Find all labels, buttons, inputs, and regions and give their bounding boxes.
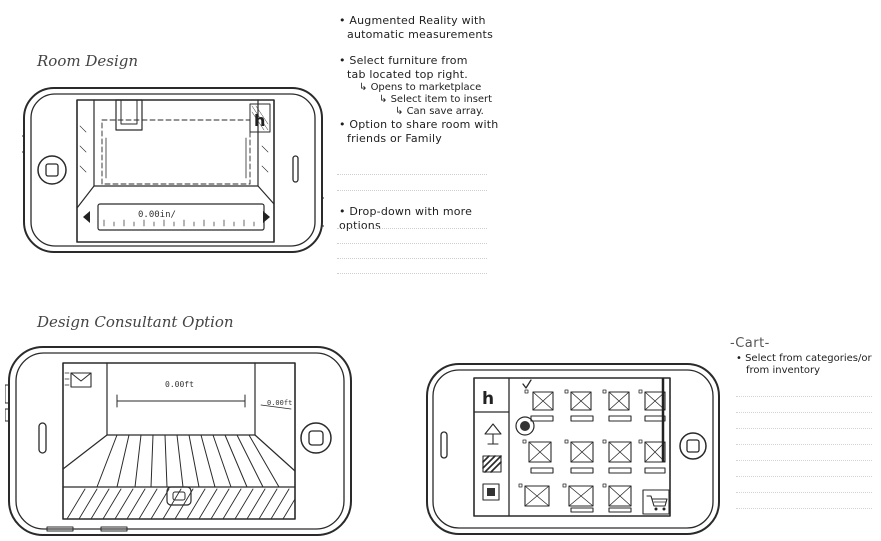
arrow-left-icon[interactable] [83, 211, 90, 223]
note-subitem: ↳ Can save array. [395, 106, 484, 117]
design-consultant-caption: Design Consultant Option [37, 313, 234, 331]
lamp-icon[interactable] [484, 423, 502, 445]
speaker-slot [440, 431, 448, 459]
ruled-line [337, 174, 487, 176]
ruled-line [736, 444, 872, 446]
note-text: tab located top right. [347, 68, 468, 81]
note-text: Opens to marketplace [370, 82, 482, 93]
consultant-camera-view[interactable] [62, 362, 296, 520]
measurement-readout: 0.00in/ [138, 210, 176, 220]
ruled-line [736, 460, 872, 462]
ruled-line [736, 492, 872, 494]
note-text: Select from categories/or [745, 353, 872, 364]
note-text: Select furniture from [349, 54, 468, 67]
ruled-line [736, 396, 872, 398]
note-text: automatic measurements [347, 28, 493, 41]
shopping-cart-icon[interactable] [642, 489, 670, 515]
note-text: from inventory [746, 365, 821, 376]
envelope-icon[interactable] [64, 372, 92, 388]
ar-camera-view[interactable] [76, 99, 275, 243]
note-text: Can save array. [406, 106, 484, 117]
ruled-line [736, 412, 872, 414]
note-subitem: ↳ Select item to insert [379, 94, 493, 105]
logo-h-icon: h [482, 389, 494, 409]
cart-title: -Cart- [730, 336, 770, 351]
room-design-phone: 0.00in/ h [22, 87, 324, 253]
note-text: Option to share room with [349, 118, 499, 131]
ruled-line [337, 190, 487, 192]
home-button[interactable] [679, 432, 707, 460]
note-subitem: ↳ Opens to marketplace [359, 82, 482, 93]
measurement-bar [97, 203, 265, 231]
note-bullet: • Augmented Reality with [339, 14, 486, 27]
logo-h-icon: h [254, 111, 265, 130]
record-button[interactable] [166, 486, 192, 506]
measurement-top-readout: 0.00ft [165, 380, 194, 389]
room-design-caption: Room Design [37, 52, 139, 70]
item-grid [524, 391, 666, 513]
note-text: Augmented Reality with [349, 14, 486, 27]
arrow-right-icon[interactable] [263, 211, 270, 223]
room-design-notes: • Augmented Reality with automatic measu… [339, 14, 504, 146]
ruled-line [337, 273, 487, 275]
measurement-side-readout: 0.00ft [267, 399, 292, 407]
fabric-swatch-icon[interactable] [482, 455, 502, 473]
furniture-tab[interactable] [249, 103, 271, 133]
note-bullet: • Option to share room with [339, 118, 499, 131]
note-bullet: • Select from categories/or [736, 353, 872, 364]
note-text: friends or Family [347, 132, 442, 145]
room-design-notes-dropdown: • Drop-down with more options [339, 205, 509, 233]
home-button[interactable] [37, 155, 67, 185]
touch-indicator-icon [515, 416, 535, 436]
home-button[interactable] [300, 422, 332, 454]
ruled-line [337, 243, 487, 245]
speaker-slot [38, 422, 47, 454]
speaker-slot [292, 155, 299, 183]
check-icon [522, 379, 532, 389]
cart-notes: -Cart- • Select from categories/or from … [730, 336, 880, 377]
ruled-line [736, 508, 872, 510]
design-consultant-phone: 0.00ft 0.00ft [5, 346, 352, 536]
cart-phone: h [426, 363, 720, 535]
ruled-line [337, 258, 487, 260]
picture-frame-icon[interactable] [482, 483, 500, 501]
ruled-line [736, 428, 872, 430]
ruled-line [337, 228, 487, 230]
note-bullet: • Drop-down with more options [339, 205, 473, 232]
ruled-line [736, 476, 872, 478]
note-text: Select item to insert [390, 94, 493, 105]
note-bullet: • Select furniture from [339, 54, 468, 67]
marketplace-screen[interactable] [473, 377, 671, 517]
